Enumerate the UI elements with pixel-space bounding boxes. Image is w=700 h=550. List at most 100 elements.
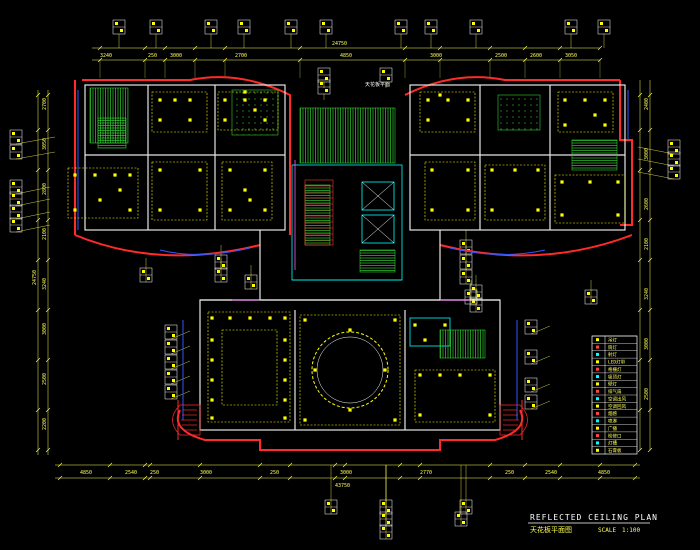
legend-symbol xyxy=(596,441,599,445)
dim-tick xyxy=(107,462,113,468)
elevator-shafts xyxy=(361,181,395,244)
left-seg-5: 3000 xyxy=(42,323,48,335)
legend-row: 壁灯 xyxy=(592,380,637,388)
legend-label: LED灯带 xyxy=(608,359,626,366)
left-seg-3: 2100 xyxy=(42,228,48,240)
dim-tick xyxy=(45,257,51,263)
section-tag xyxy=(317,67,331,88)
hatched-ceilings xyxy=(89,87,618,359)
legend-symbol xyxy=(596,426,599,430)
scale-label: SCALE xyxy=(598,527,616,534)
bottom-seg-7: 250 xyxy=(505,470,514,476)
title-block: REFLECTED CEILING PLAN 天花板平面图 SCALE 1:10… xyxy=(528,513,657,534)
dim-tick xyxy=(45,357,51,363)
downlight-fixture xyxy=(426,118,430,122)
downlight-fixture xyxy=(283,378,287,382)
top-seg-5: 3000 xyxy=(430,53,442,59)
downlight-fixture xyxy=(158,118,162,122)
legend-symbol xyxy=(596,382,599,386)
dim-tick xyxy=(647,127,653,133)
scale-value: 1:100 xyxy=(622,527,640,534)
downlight-fixture xyxy=(616,180,620,184)
dim-tick xyxy=(45,217,51,223)
dim-tick xyxy=(197,462,203,468)
left-seg-6: 2500 xyxy=(42,373,48,385)
downlight-fixture xyxy=(128,208,132,212)
right-seg-0: 2400 xyxy=(644,98,650,110)
legend-label: 空调出风 xyxy=(608,395,626,402)
downlight-fixture xyxy=(228,316,232,320)
exterior-walls xyxy=(74,76,633,451)
legend-row: 石膏板 xyxy=(592,446,637,454)
dim-tick xyxy=(342,475,348,481)
dim-tick xyxy=(192,45,198,51)
balconies xyxy=(172,404,528,436)
downlight-fixture xyxy=(466,118,470,122)
dim-tick xyxy=(522,475,528,481)
dim-tick xyxy=(557,475,563,481)
downlight-fixture xyxy=(223,118,227,122)
dim-tick xyxy=(522,45,528,51)
downlight-fixture xyxy=(348,408,352,412)
dim-tick xyxy=(35,127,41,133)
downlight-fixture xyxy=(118,188,122,192)
legend-row: 空调回风 xyxy=(592,402,637,410)
section-tag xyxy=(379,67,393,88)
downlight-fixture xyxy=(393,318,397,322)
section-tag xyxy=(164,324,191,340)
downlight-fixture xyxy=(248,198,252,202)
downlight-fixture xyxy=(210,338,214,342)
legend-row: 喷淋 xyxy=(592,416,637,425)
downlight-fixture xyxy=(158,168,162,172)
downlight-fixture xyxy=(466,168,470,172)
dim-tick xyxy=(647,447,653,453)
dim-tick xyxy=(597,45,603,51)
bottom-seg-6: 2770 xyxy=(420,470,432,476)
downlight-fixture xyxy=(73,173,77,177)
legend-symbol xyxy=(596,404,599,408)
section-tag xyxy=(324,465,338,515)
downlight-fixture xyxy=(173,98,177,102)
downlight-fixture xyxy=(303,418,307,422)
downlight-fixture xyxy=(223,98,227,102)
dim-tick xyxy=(35,92,41,98)
downlight-fixture xyxy=(458,373,462,377)
downlight-fixture xyxy=(490,208,494,212)
downlight-fixture xyxy=(588,180,592,184)
dim-tick xyxy=(35,357,41,363)
downlight-fixture xyxy=(488,373,492,377)
section-tag xyxy=(237,19,251,48)
downlight-fixture xyxy=(443,323,447,327)
downlight-fixture xyxy=(243,188,247,192)
dim-tick xyxy=(637,257,643,263)
staircase xyxy=(304,179,334,246)
dim-tick xyxy=(107,475,113,481)
left-seg-1: 3050 xyxy=(42,138,48,150)
dim-tick xyxy=(637,167,643,173)
downlight-fixture xyxy=(563,123,567,127)
section-tag xyxy=(164,339,191,355)
section-tag xyxy=(164,384,191,400)
top-seg-8: 3050 xyxy=(565,53,577,59)
right-seg-2: 2600 xyxy=(644,198,650,210)
right-seg-4: 3240 xyxy=(644,288,650,300)
legend-label: 吊灯 xyxy=(608,336,617,343)
legend-label: 喷淋 xyxy=(608,418,617,425)
top-total-dim: 24750 xyxy=(332,41,347,47)
downlight-fixture xyxy=(158,98,162,102)
section-tag xyxy=(9,144,56,160)
dimension-ticks xyxy=(35,45,653,481)
section-tag xyxy=(149,19,163,48)
legend-row: 筒灯 xyxy=(592,343,637,351)
dim-tick xyxy=(35,307,41,313)
section-tag xyxy=(454,465,468,527)
dim-tick xyxy=(147,462,153,468)
dim-tick xyxy=(287,475,293,481)
section-tag xyxy=(469,19,483,48)
downlight-fixture xyxy=(228,208,232,212)
downlight-fixture xyxy=(418,373,422,377)
downlight-fixture xyxy=(536,208,540,212)
legend-label: 壁灯 xyxy=(608,381,617,388)
legend-symbol xyxy=(596,367,599,371)
downlight-fixture xyxy=(313,368,317,372)
